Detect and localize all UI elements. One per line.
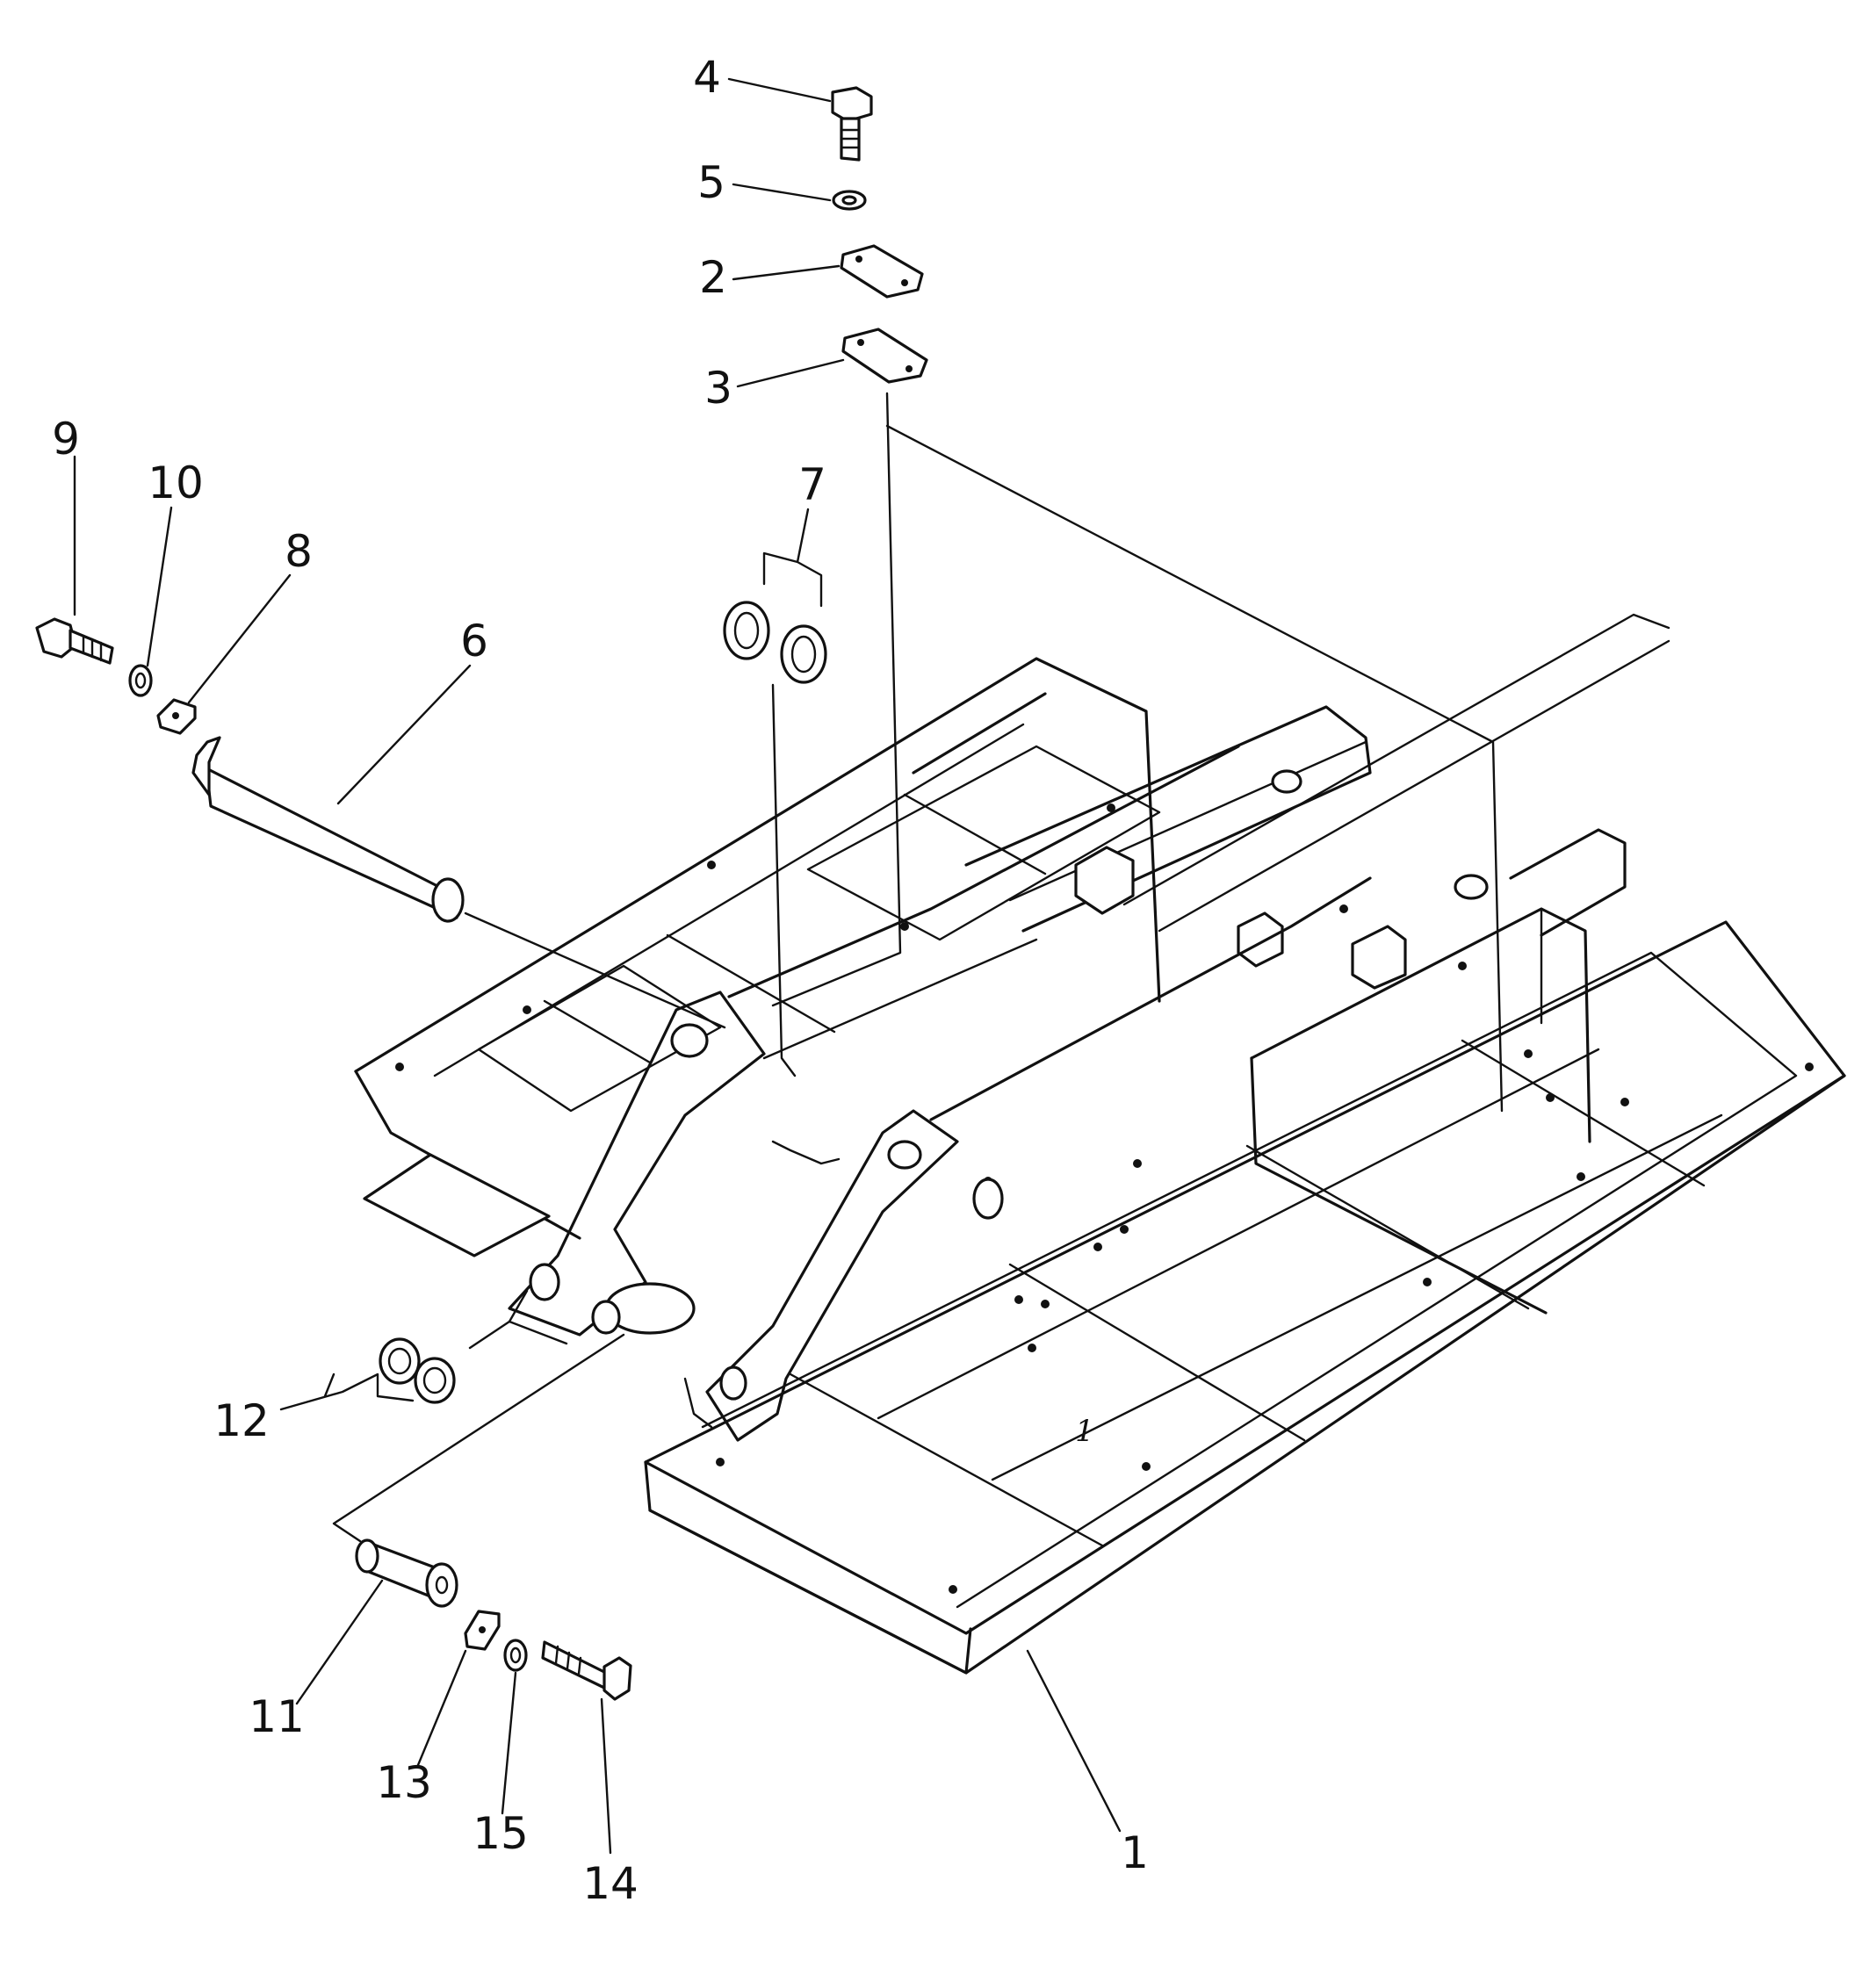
lockplate-part-13	[464, 1610, 501, 1651]
washer-part-15	[503, 1639, 528, 1672]
callout-1: 1	[1121, 1827, 1149, 1878]
boom-bracket	[508, 745, 1372, 1442]
washer-part-5	[832, 190, 867, 211]
callout-12: 12	[213, 1395, 270, 1446]
callout-5: 5	[697, 157, 725, 208]
lockplate-part-8	[156, 698, 197, 735]
plate-part-3	[841, 328, 928, 384]
bolt-part-4	[831, 86, 873, 162]
frame-number-mark: 1	[1075, 1414, 1094, 1449]
shims-part-12	[379, 1337, 456, 1404]
callout-11: 11	[249, 1691, 305, 1742]
pin-part-11	[355, 1538, 458, 1608]
callout-13: 13	[376, 1757, 432, 1808]
callout-10: 10	[148, 458, 204, 508]
pin-part-6	[191, 736, 465, 923]
washer-part-10	[128, 664, 153, 697]
callout-2: 2	[699, 252, 727, 303]
plate-part-2	[840, 244, 924, 299]
callout-4: 4	[693, 52, 721, 103]
shims-part-7	[723, 601, 827, 684]
callout-15: 15	[473, 1808, 529, 1859]
callout-6: 6	[460, 616, 488, 666]
callout-8: 8	[285, 526, 313, 577]
callout-7: 7	[798, 459, 826, 510]
main-frame: 1	[354, 613, 1846, 1675]
callout-labels: 4 5 2 3 7 9 10 8 6 12 11 13 15 14 1	[52, 52, 1149, 1909]
callout-3: 3	[704, 363, 732, 414]
bolt-part-9	[35, 617, 114, 665]
bolt-part-14	[541, 1640, 632, 1701]
callout-leaders	[73, 77, 1122, 1855]
callout-14: 14	[582, 1858, 639, 1909]
leader-lines	[332, 392, 1504, 1543]
callout-9: 9	[52, 414, 80, 465]
